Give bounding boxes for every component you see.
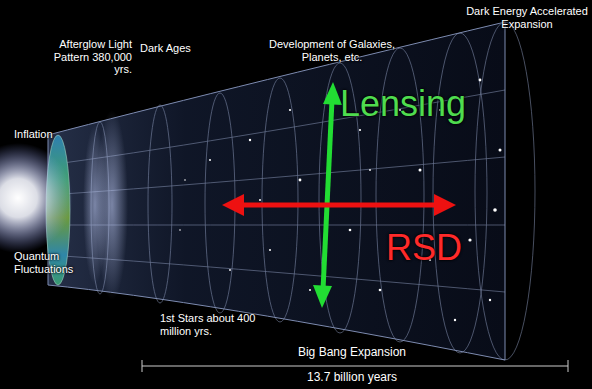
rsd-arrow xyxy=(222,194,456,216)
rsd-label: RSD xyxy=(386,230,506,266)
epoch-label: Quantum Fluctuations xyxy=(14,250,84,275)
epoch-label: 1st Stars about 400 million yrs. xyxy=(160,312,284,337)
axis-value: 13.7 billion years xyxy=(252,371,452,385)
lensing-arrow xyxy=(313,82,342,308)
epoch-label: Development of Galaxies, Planets, etc. xyxy=(268,38,396,63)
epoch-label: Dark Ages xyxy=(140,42,210,55)
axis-title: Big Bang Expansion xyxy=(252,346,452,360)
epoch-label: Dark Energy Accelerated Expansion xyxy=(466,5,588,30)
epoch-label: Afterglow Light Pattern 380,000 yrs. xyxy=(44,38,132,76)
lensing-label: Lensing xyxy=(340,86,520,122)
epoch-label: Inflation xyxy=(14,128,74,141)
